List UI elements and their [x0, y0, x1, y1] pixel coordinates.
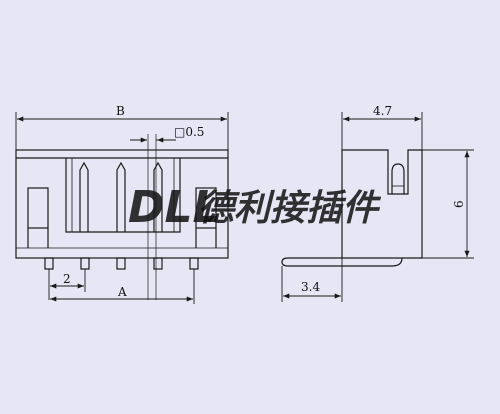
dim-a-label: A [117, 285, 127, 299]
side-view-dimensions [281, 112, 474, 302]
side-view-latch [391, 163, 405, 194]
side-view-pin-tail [281, 257, 403, 267]
pin-3 [153, 161, 163, 232]
watermark: DLL 德利接插件 [128, 182, 382, 233]
front-view-labels: B □0.5 2 A [63, 104, 204, 299]
front-view-dimensions [15, 112, 229, 304]
side-view-body [341, 149, 423, 259]
side-view [281, 149, 423, 267]
dim-width-label: 4.7 [373, 104, 392, 118]
dim-pitch-label: 2 [63, 272, 71, 286]
watermark-chinese: 德利接插件 [198, 188, 382, 229]
dim-tail-label: 3.4 [301, 280, 320, 294]
front-view-left-latch [27, 187, 49, 229]
dim-height-label: 6 [452, 200, 466, 208]
dim-b-label: B [116, 104, 125, 118]
front-view [15, 149, 229, 270]
dim-square-label: □0.5 [174, 125, 204, 139]
front-view-pins [79, 161, 163, 232]
front-view-pin-tails [44, 257, 199, 270]
pin-1 [79, 161, 89, 232]
side-view-labels: 4.7 6 3.4 [301, 104, 466, 294]
front-view-cavity [65, 158, 181, 233]
front-view-right-latch [195, 187, 217, 229]
pin-2 [116, 161, 126, 232]
